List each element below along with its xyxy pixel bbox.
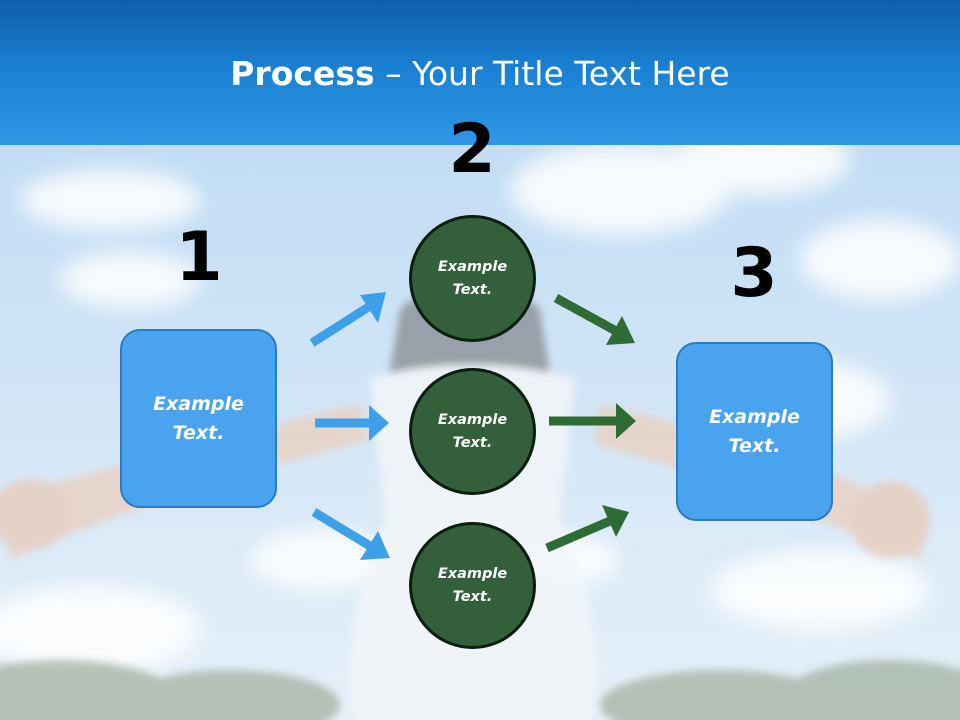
step-number-2: 2 [448,110,496,189]
slide-title-strong: Process [230,54,375,93]
slide-title-separator: – [374,54,413,93]
arrow-right-icon [553,294,635,345]
header-band [0,0,960,145]
arrow-right-icon [549,403,636,439]
step-1-box[interactable]: Example Text. [120,329,277,508]
step-number-3: 3 [730,234,778,313]
step-2-circle-middle[interactable]: Example Text. [409,368,536,495]
arrow-right-icon [545,505,629,553]
step-2-circle-middle-text: Example Text. [437,411,508,451]
slide-title: Process – Your Title Text Here [0,54,960,94]
step-number-1: 1 [175,218,223,297]
step-2-circle-top[interactable]: Example Text. [409,215,536,342]
step-1-box-text: Example Text. [153,392,244,444]
step-3-box[interactable]: Example Text. [676,342,833,521]
step-3-box-text: Example Text. [709,405,800,457]
arrow-right-icon [311,508,390,560]
arrow-right-icon [315,405,389,441]
step-2-circle-top-text: Example Text. [437,258,508,298]
arrow-right-icon [309,292,386,347]
step-2-circle-bottom-text: Example Text. [437,565,508,605]
step-2-circle-bottom[interactable]: Example Text. [409,522,536,649]
slide-title-rest: Your Title Text Here [412,54,730,93]
